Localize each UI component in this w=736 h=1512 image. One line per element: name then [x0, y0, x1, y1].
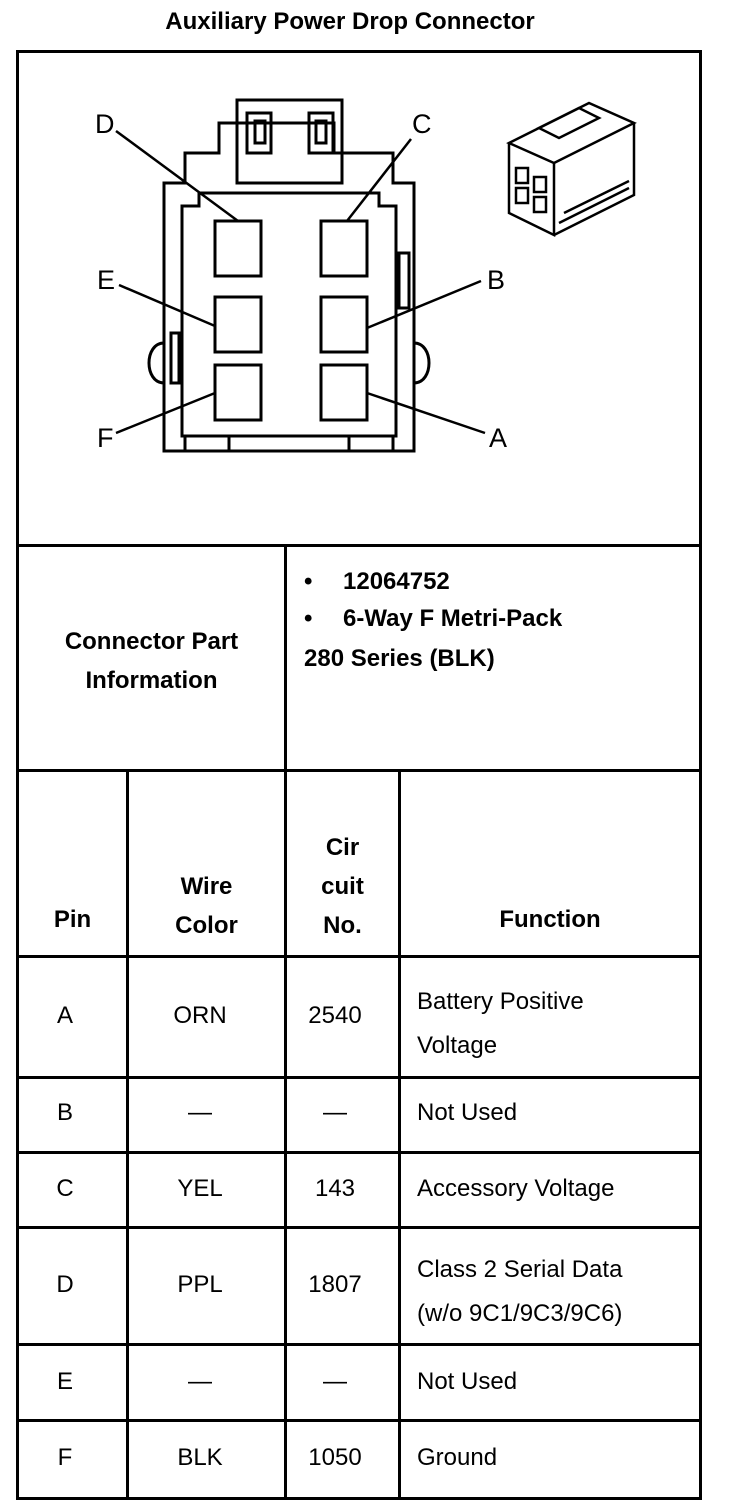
- divider-part-info: [16, 769, 702, 772]
- leader-b: [366, 279, 482, 330]
- row-b-wire: —: [188, 1099, 212, 1126]
- part-number-item: •12064752: [304, 568, 450, 595]
- row-c-circuit: 143: [314, 1175, 356, 1202]
- row-f-pin: F: [57, 1444, 73, 1471]
- row-b-pin: B: [56, 1099, 73, 1126]
- header-pin: Pin: [53, 906, 92, 933]
- divider-row-e: [16, 1419, 702, 1422]
- header-wire-color: Wire Color: [175, 873, 238, 939]
- pin-label-d: D: [95, 109, 115, 139]
- part-series-item: •6-Way F Metri-Pack: [304, 605, 563, 632]
- row-f-circuit: 1050: [308, 1444, 362, 1471]
- leader-a: [366, 391, 486, 435]
- row-c-wire: YEL: [177, 1175, 223, 1202]
- row-e-circuit: —: [323, 1368, 347, 1395]
- pin-label-c: C: [412, 109, 432, 139]
- row-e-wire: —: [188, 1368, 212, 1395]
- page-title: Auxiliary Power Drop Connector: [165, 8, 535, 35]
- row-d-wire: PPL: [177, 1271, 223, 1298]
- row-c-pin: C: [56, 1175, 74, 1202]
- row-d-function: Class 2 Serial Data (w/o 9C1/9C3/9C6): [417, 1256, 623, 1327]
- row-a-circuit: 2540: [308, 1002, 362, 1029]
- leader-e: [118, 283, 216, 328]
- connector-table: [16, 50, 702, 1500]
- divider-diagram: [16, 544, 702, 547]
- pin-label-e: E: [97, 265, 115, 295]
- row-d-circuit: 1807: [308, 1271, 362, 1298]
- leader-f: [115, 391, 216, 435]
- row-e-function: Not Used: [417, 1368, 518, 1395]
- divider-row-b: [16, 1151, 702, 1154]
- connector-face-diagram: D C E B F A: [95, 98, 637, 453]
- pin-label-f: F: [97, 423, 114, 453]
- divider-row-a: [16, 1076, 702, 1079]
- row-e-pin: E: [56, 1368, 73, 1395]
- row-f-wire: BLK: [177, 1444, 223, 1471]
- leader-d: [115, 129, 239, 223]
- row-a-function: Battery Positive Voltage: [417, 988, 584, 1059]
- divider-col-pin: [126, 769, 129, 1500]
- divider-col-circuit: [398, 769, 401, 1500]
- divider-col-wire: [284, 769, 287, 1500]
- divider-row-d: [16, 1343, 702, 1346]
- part-series-continued: 280 Series (BLK): [304, 645, 495, 672]
- connector-3d-view: [506, 101, 637, 238]
- row-b-circuit: —: [323, 1099, 347, 1126]
- row-b-function: Not Used: [417, 1099, 518, 1126]
- pin-label-a: A: [489, 423, 507, 453]
- pin-label-b: B: [487, 265, 505, 295]
- row-c-function: Accessory Voltage: [417, 1175, 615, 1202]
- part-info-label: Connector Part Information: [64, 628, 239, 694]
- row-a-pin: A: [56, 1002, 73, 1029]
- divider-row-c: [16, 1226, 702, 1229]
- row-d-pin: D: [56, 1271, 74, 1298]
- row-f-function: Ground: [417, 1444, 498, 1471]
- leader-c: [346, 138, 412, 222]
- row-a-wire: ORN: [173, 1002, 227, 1029]
- header-circuit-no: Cir cuit No.: [321, 834, 364, 939]
- header-function: Function: [499, 906, 601, 933]
- divider-header: [16, 955, 702, 958]
- divider-part-col: [284, 544, 287, 772]
